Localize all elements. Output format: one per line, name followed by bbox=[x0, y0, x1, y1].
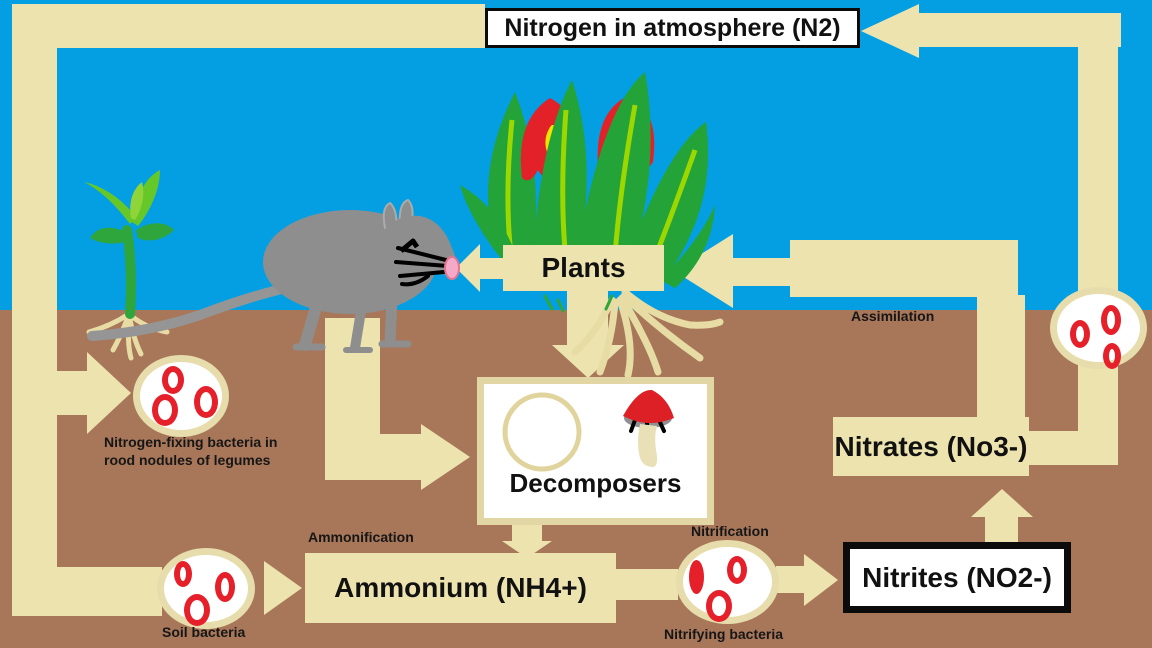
atmosphere-box: Nitrogen in atmosphere (N2) bbox=[485, 8, 860, 48]
bacterium-icon bbox=[152, 394, 178, 426]
decomposers-box: Decomposers bbox=[477, 377, 714, 525]
flow-bar-mouse-down bbox=[325, 318, 380, 480]
bacterium-icon bbox=[184, 594, 210, 626]
flow-bar-top-left bbox=[12, 4, 485, 48]
arrowhead-to-atmosphere bbox=[861, 4, 919, 58]
decomposers-label: Decomposers bbox=[509, 468, 682, 498]
arrowhead-to-decomposers bbox=[421, 424, 470, 490]
plants-box: Plants bbox=[503, 245, 664, 291]
flow-bar-left-vertical bbox=[12, 4, 57, 616]
nitrification-label: Nitrification bbox=[691, 523, 769, 539]
nitrogen-fixing-bacteria-label: Nitrogen-fixing bacteria in rood nodules… bbox=[104, 433, 277, 469]
bacterium-icon bbox=[194, 386, 218, 418]
arrowhead-to-nitrogen-fixing-bacteria bbox=[87, 352, 131, 434]
ammonium-box: Ammonium (NH4+) bbox=[305, 553, 616, 623]
arrowhead-to-nitrites bbox=[804, 554, 838, 606]
arrowhead-to-mouse bbox=[456, 244, 480, 292]
arrowhead-to-nitrates bbox=[971, 489, 1033, 517]
arrowhead-soil-bacteria-to-ammonium bbox=[264, 561, 302, 615]
flow-bar-top-right bbox=[918, 13, 1121, 47]
nitrogen-fixing-line2: rood nodules of legumes bbox=[104, 452, 271, 468]
bacterium-icon bbox=[1070, 320, 1090, 348]
nitrates-box: Nitrates (No3-) bbox=[833, 417, 1029, 476]
decomposer-circle-icon bbox=[502, 392, 582, 472]
decomposers-art bbox=[502, 389, 674, 472]
nitrites-label: Nitrites (NO2-) bbox=[862, 561, 1052, 593]
arrowhead-plants-to-decomposers bbox=[552, 345, 624, 378]
flow-bar-mouse-to-decomposers bbox=[378, 434, 423, 480]
flow-bar-decomposers-down bbox=[512, 523, 542, 543]
bacterium-icon bbox=[174, 561, 192, 587]
flow-bar-ammonium-to-nitrifying bbox=[612, 569, 678, 600]
ammonium-label: Ammonium (NH4+) bbox=[334, 572, 587, 603]
flow-bar-nitrifying-out bbox=[776, 566, 806, 593]
flow-bar-assimilation-horizontal bbox=[790, 240, 1018, 297]
bacterium-icon bbox=[689, 560, 704, 594]
flow-bar-plants-down bbox=[567, 288, 608, 346]
bacterium-icon bbox=[215, 572, 235, 602]
arrowhead-to-plants bbox=[674, 234, 733, 308]
soil-bacteria-label: Soil bacteria bbox=[162, 624, 246, 640]
nitrifying-bacteria-label: Nitrifying bacteria bbox=[664, 626, 784, 642]
nitrogen-fixing-line1: Nitrogen-fixing bacteria in bbox=[104, 434, 278, 450]
flow-bar-plants-to-mouse bbox=[478, 258, 504, 279]
bacterium-icon bbox=[727, 556, 747, 584]
bacterium-icon bbox=[706, 590, 732, 622]
ammonification-label: Ammonification bbox=[308, 529, 414, 545]
flow-bar-denitrification-vertical bbox=[1078, 13, 1118, 449]
plants-label: Plants bbox=[541, 252, 626, 283]
bacterium-icon bbox=[162, 366, 184, 394]
flow-bar-to-soil-bacteria bbox=[12, 567, 162, 616]
nitrates-label: Nitrates (No3-) bbox=[834, 430, 1028, 462]
flow-bar-fixation-branch bbox=[55, 371, 89, 415]
flow-bar-assimilation-vertical bbox=[977, 295, 1025, 417]
mushroom-icon bbox=[623, 389, 674, 467]
assimilation-label: Assimilation bbox=[851, 308, 935, 324]
nitrites-box: Nitrites (NO2-) bbox=[843, 542, 1071, 613]
flow-bar-nitrites-up bbox=[985, 515, 1018, 542]
bacterium-icon bbox=[1103, 343, 1121, 369]
atmosphere-label: Nitrogen in atmosphere (N2) bbox=[504, 13, 841, 42]
flow-bar-into-plants bbox=[733, 258, 790, 286]
bacterium-icon bbox=[1101, 305, 1121, 335]
denitrifying-bacteria-circle bbox=[1050, 287, 1147, 369]
